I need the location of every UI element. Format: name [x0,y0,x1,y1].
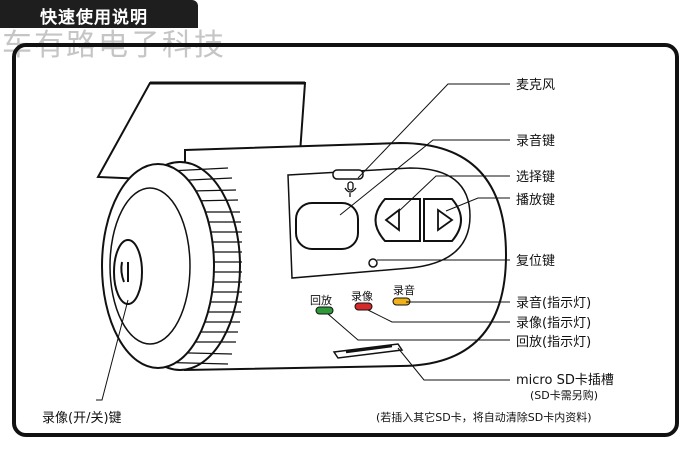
leader-lines [96,83,510,401]
callout-playback-indicator: 回放(指示灯) [516,335,592,350]
led-label-record-video: 录像 [351,290,373,303]
microphone-grille [332,169,364,180]
callout-power-key: 录像(开/关)键 [42,411,122,426]
diagram-frame [12,43,679,437]
callout-sd-slot: micro SD卡插槽 [516,373,614,388]
callout-record-video-indicator: 录像(指示灯) [516,316,592,331]
callout-warning: (若插入其它SD卡，将自动清除SD卡内资料) [376,411,592,424]
play-arrow-icon [437,208,454,232]
callout-select-key: 选择键 [516,170,556,185]
power-icon [120,261,129,283]
callout-play-key: 播放键 [516,193,556,208]
title-bar: 快速使用说明 [0,0,198,28]
led-record-video [354,302,373,311]
callout-sd-note: (SD卡需另购) [530,389,599,402]
callout-record-audio-indicator: 录音(指示灯) [516,296,592,311]
led-label-record-audio: 录音 [393,284,415,297]
microphone-icon [344,181,357,197]
record-audio-key [295,202,359,250]
reset-key [368,258,378,268]
callout-microphone: 麦克风 [516,78,556,93]
page-title: 快速使用说明 [40,8,148,28]
callout-reset-key: 复位键 [516,254,556,269]
led-label-playback: 回放 [310,294,332,307]
callout-record-audio-key: 录音键 [516,134,556,149]
play-key [423,198,462,242]
select-key [374,198,421,242]
led-playback [315,306,334,315]
select-arrow-icon [384,208,400,232]
